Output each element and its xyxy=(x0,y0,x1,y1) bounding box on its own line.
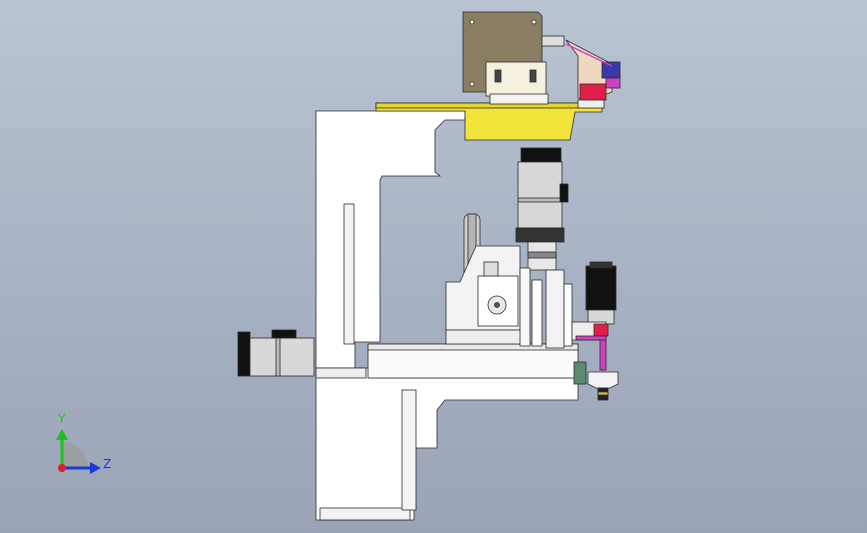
base-step xyxy=(401,389,417,511)
sensor-mount xyxy=(577,99,605,109)
coupling-band xyxy=(527,251,557,259)
nozzle-head xyxy=(587,371,619,389)
y-axis-arrow xyxy=(56,429,68,440)
nozzle-band xyxy=(597,391,609,396)
tool-magenta xyxy=(575,335,607,341)
vertical-motor-body xyxy=(517,161,563,229)
guide-column xyxy=(519,267,531,347)
left-motor-body xyxy=(249,337,315,377)
bracket-hole xyxy=(531,19,537,25)
left-motor-top xyxy=(271,329,297,339)
bracket-slot xyxy=(529,69,537,83)
tool-green xyxy=(573,361,587,385)
triad-origin xyxy=(58,464,66,472)
base-foot xyxy=(319,507,411,521)
z-axis-label: Z xyxy=(103,457,112,471)
bracket-tab xyxy=(541,35,565,47)
bracket-hole xyxy=(469,81,475,87)
frame-slot xyxy=(343,203,355,345)
guide-column xyxy=(531,279,543,347)
bracket-hole xyxy=(469,19,475,25)
z-axis-arrow xyxy=(90,462,101,474)
bracket-slot xyxy=(494,69,502,83)
vertical-motor-connector xyxy=(559,183,569,203)
right-motor-cap xyxy=(589,261,613,269)
y-axis-label: Y xyxy=(58,412,66,426)
right-motor-body xyxy=(585,265,617,311)
small-clamp xyxy=(483,261,499,277)
base-pad-left xyxy=(315,367,367,379)
gear-center xyxy=(494,302,500,308)
triad-quadrant-shade xyxy=(62,442,88,468)
tool-shaft xyxy=(599,339,607,371)
sensor-block-magenta xyxy=(605,77,621,89)
guide-column xyxy=(563,283,573,347)
bracket-base xyxy=(489,93,549,105)
sensor-wire xyxy=(565,43,613,67)
